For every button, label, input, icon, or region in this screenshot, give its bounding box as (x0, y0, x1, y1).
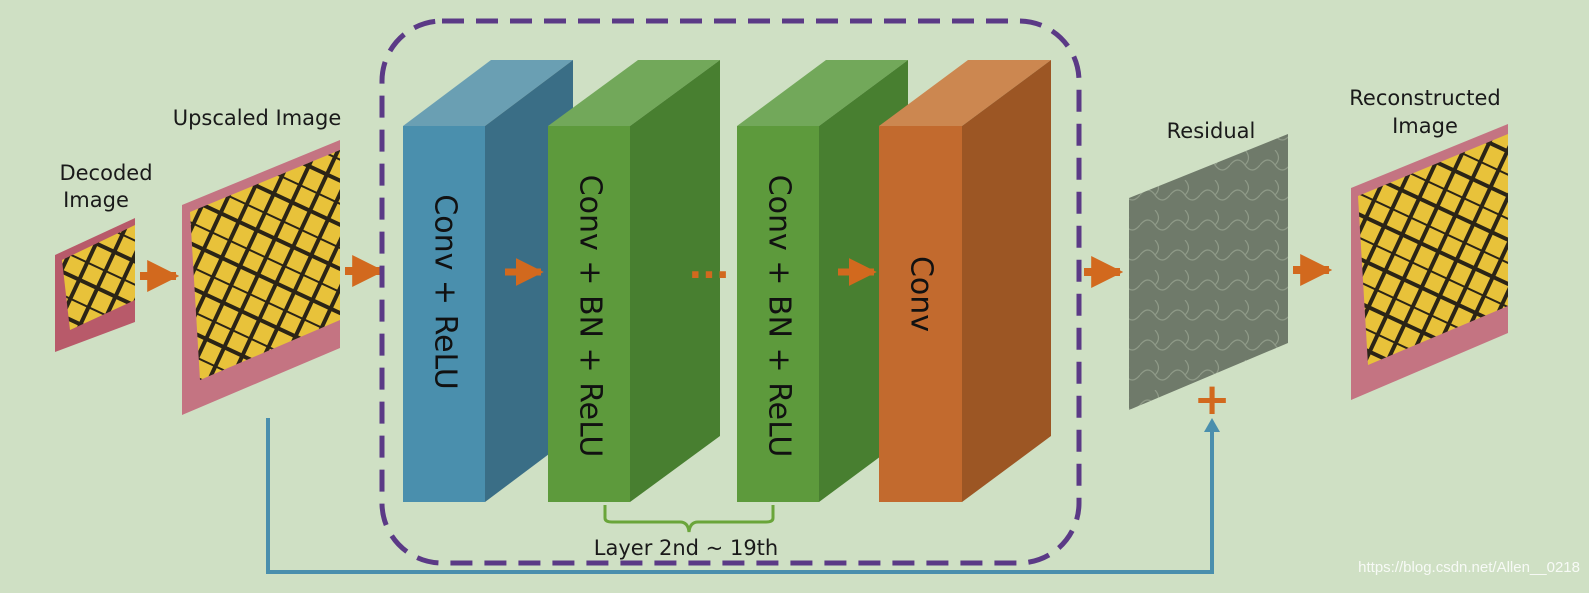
residual-image (1129, 134, 1288, 410)
skip-connection-line (266, 418, 1214, 574)
block-conv-relu: Conv + ReLU (403, 60, 573, 502)
decoded-label-line2: Image (63, 188, 129, 212)
layer-range-label: Layer 2nd ~ 19th (594, 536, 778, 560)
decoded-image (55, 218, 135, 352)
ellipsis: ··· (688, 255, 729, 296)
network-dashed-border (379, 18, 1082, 566)
block-conv: Conv (879, 60, 1051, 502)
reconstructed-label-line2: Image (1392, 114, 1458, 138)
upscaled-image (182, 140, 340, 415)
block-conv-bn-relu-last-label: Conv + BN + ReLU (762, 175, 797, 458)
block-conv-relu-label: Conv + ReLU (428, 194, 463, 389)
block-conv-bn-relu-first: Conv + BN + ReLU (548, 60, 720, 502)
upscaled-label: Upscaled Image (173, 106, 342, 130)
skip-connection-arrowhead (1204, 418, 1220, 432)
reconstructed-image (1351, 124, 1508, 400)
block-conv-bn-relu-first-label: Conv + BN + ReLU (573, 175, 608, 458)
layer-brace (603, 505, 775, 533)
residual-label: Residual (1167, 119, 1256, 143)
watermark: https://blog.csdn.net/Allen__0218 (1358, 559, 1580, 576)
decoded-label-line1: Decoded (59, 161, 152, 185)
block-conv-label: Conv (904, 256, 939, 332)
reconstructed-label-line1: Reconstructed (1349, 86, 1500, 110)
plus-sign: + (1194, 374, 1231, 425)
